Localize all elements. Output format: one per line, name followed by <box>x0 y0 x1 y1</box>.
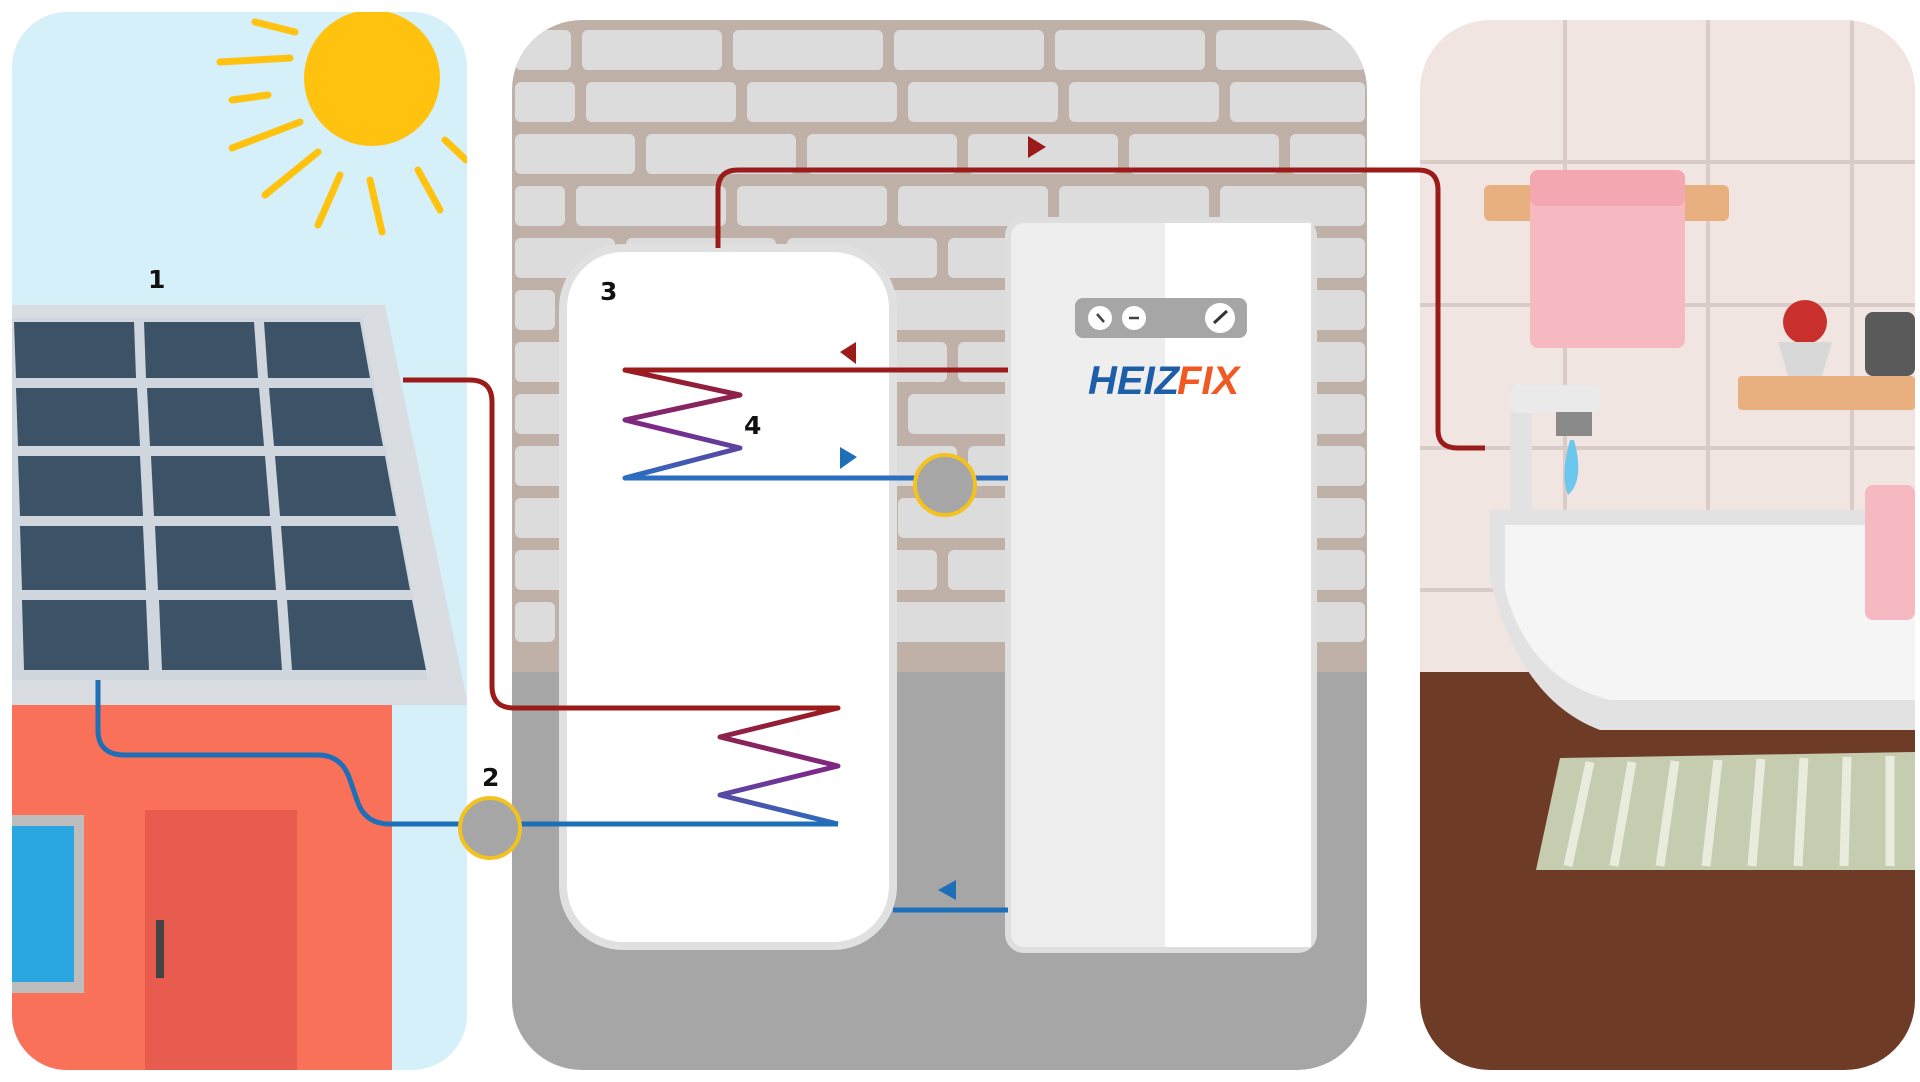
label-storage-tank: 3 <box>600 277 617 306</box>
bathroom-floor <box>1420 672 1915 1070</box>
shelf <box>1738 300 1915 410</box>
bathroom-panel <box>1420 20 1915 1070</box>
solar-return-pipe <box>95 680 838 827</box>
brand-part-2: FIX <box>1177 359 1242 403</box>
towel <box>1484 170 1729 348</box>
circulation-pump-icon <box>913 453 977 517</box>
heater-unit: HEIZ FIX <box>1005 217 1317 953</box>
label-heater-coil: 4 <box>744 411 761 440</box>
rug <box>1536 752 1915 870</box>
outdoor-panel: 1 <box>12 12 467 1070</box>
hot-water-pipe <box>715 167 1485 451</box>
utility-room-panel: HEIZ FIX 3 4 <box>512 20 1367 1070</box>
triangle-arrow-icon <box>1028 136 1046 158</box>
label-solar-pump: 2 <box>482 763 499 792</box>
heater-brand-logo: HEIZ FIX <box>1088 359 1242 403</box>
house <box>12 690 392 1070</box>
brand-part-1: HEIZ <box>1088 359 1181 403</box>
solar-heat-exchanger-coil <box>512 705 841 827</box>
solar-flow-pipe <box>403 377 515 711</box>
heater-coil <box>622 367 1008 481</box>
triangle-arrow-icon <box>840 342 856 364</box>
label-solar-panel: 1 <box>148 265 165 294</box>
triangle-arrow-icon <box>840 447 857 469</box>
sink <box>1490 385 1915 730</box>
circulation-pump-icon <box>458 796 522 860</box>
control-panel <box>1075 298 1247 338</box>
sun-icon <box>216 12 467 236</box>
dial-icon <box>1088 303 1235 333</box>
triangle-arrow-icon <box>938 880 956 900</box>
house-door <box>145 810 297 1070</box>
solar-panel <box>12 305 467 705</box>
